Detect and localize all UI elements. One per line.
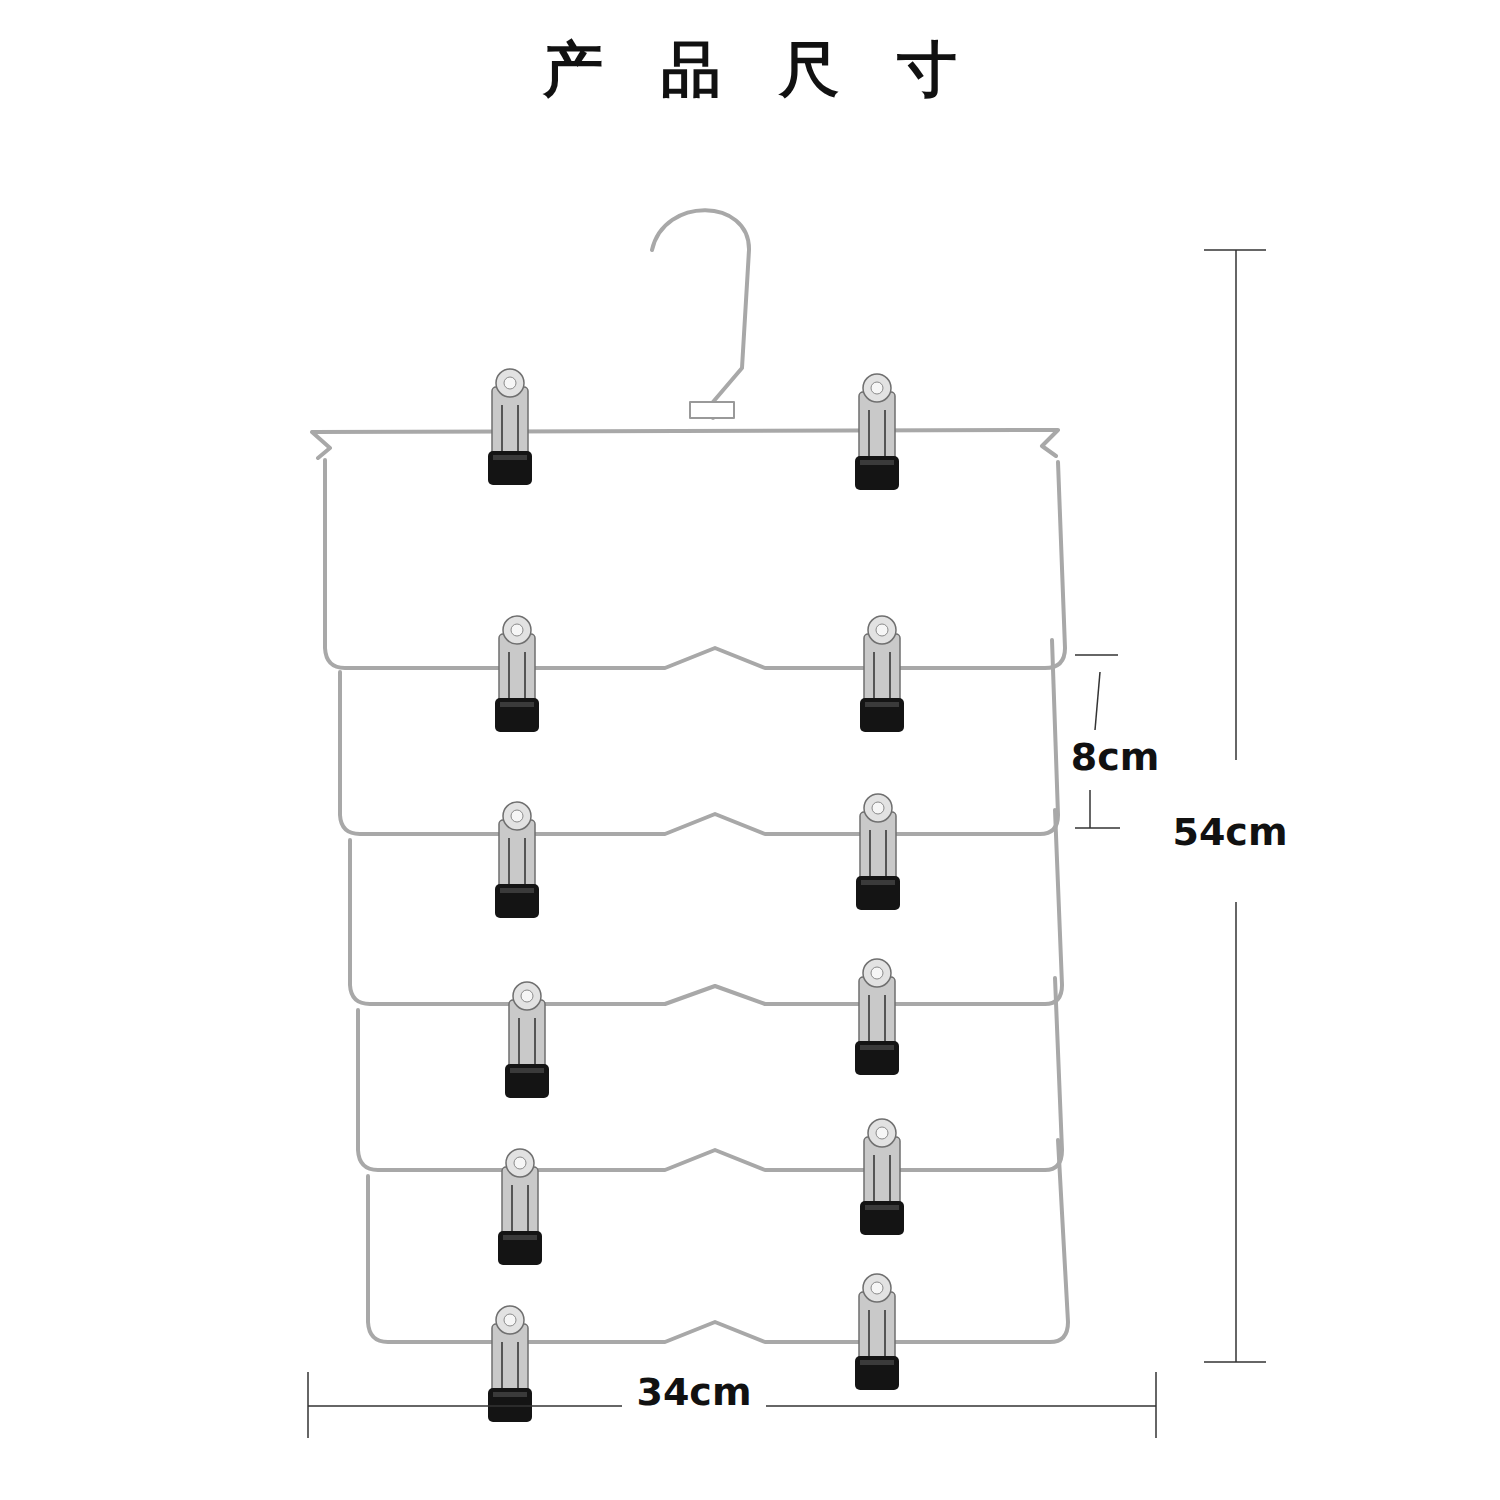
hanger-tier	[358, 978, 1062, 1170]
dimension-line	[1235, 250, 1237, 760]
hook-base	[690, 402, 734, 418]
dimension-line	[1095, 672, 1100, 730]
hanger-wire	[312, 210, 1068, 1342]
clip	[855, 1274, 899, 1390]
clip	[855, 959, 899, 1075]
clip	[856, 794, 900, 910]
dimension-tick	[1075, 654, 1118, 656]
clip	[505, 982, 549, 1098]
clip	[495, 616, 539, 732]
hanger-tier	[340, 640, 1058, 834]
dimension-label: 34cm	[632, 1370, 755, 1414]
dimension-tick	[1204, 1361, 1266, 1363]
clip	[860, 616, 904, 732]
clip	[488, 1306, 532, 1422]
hanger-hook	[652, 210, 749, 418]
dimension-line	[1235, 902, 1237, 1362]
dimension-tick	[307, 1372, 309, 1438]
dimension-lines	[308, 250, 1266, 1438]
page-title: 产品尺寸	[485, 30, 1015, 111]
dimension-tick	[1155, 1372, 1157, 1438]
clip	[498, 1149, 542, 1265]
dimension-line	[1089, 790, 1091, 828]
dimension-label: 8cm	[1067, 735, 1164, 779]
top-bar	[312, 430, 1058, 458]
clip	[488, 369, 532, 485]
clip	[495, 802, 539, 918]
dimension-label: 54cm	[1168, 810, 1291, 854]
hanger-tier	[325, 460, 1065, 668]
dimension-tick	[1075, 827, 1120, 829]
dimension-line	[308, 1405, 622, 1407]
hanger-tier	[368, 1140, 1068, 1342]
dimension-line	[766, 1405, 1156, 1407]
clip	[855, 374, 899, 490]
hanger-tier	[350, 810, 1062, 1004]
dimension-tick	[1204, 249, 1266, 251]
clip	[860, 1119, 904, 1235]
clips	[488, 369, 904, 1422]
